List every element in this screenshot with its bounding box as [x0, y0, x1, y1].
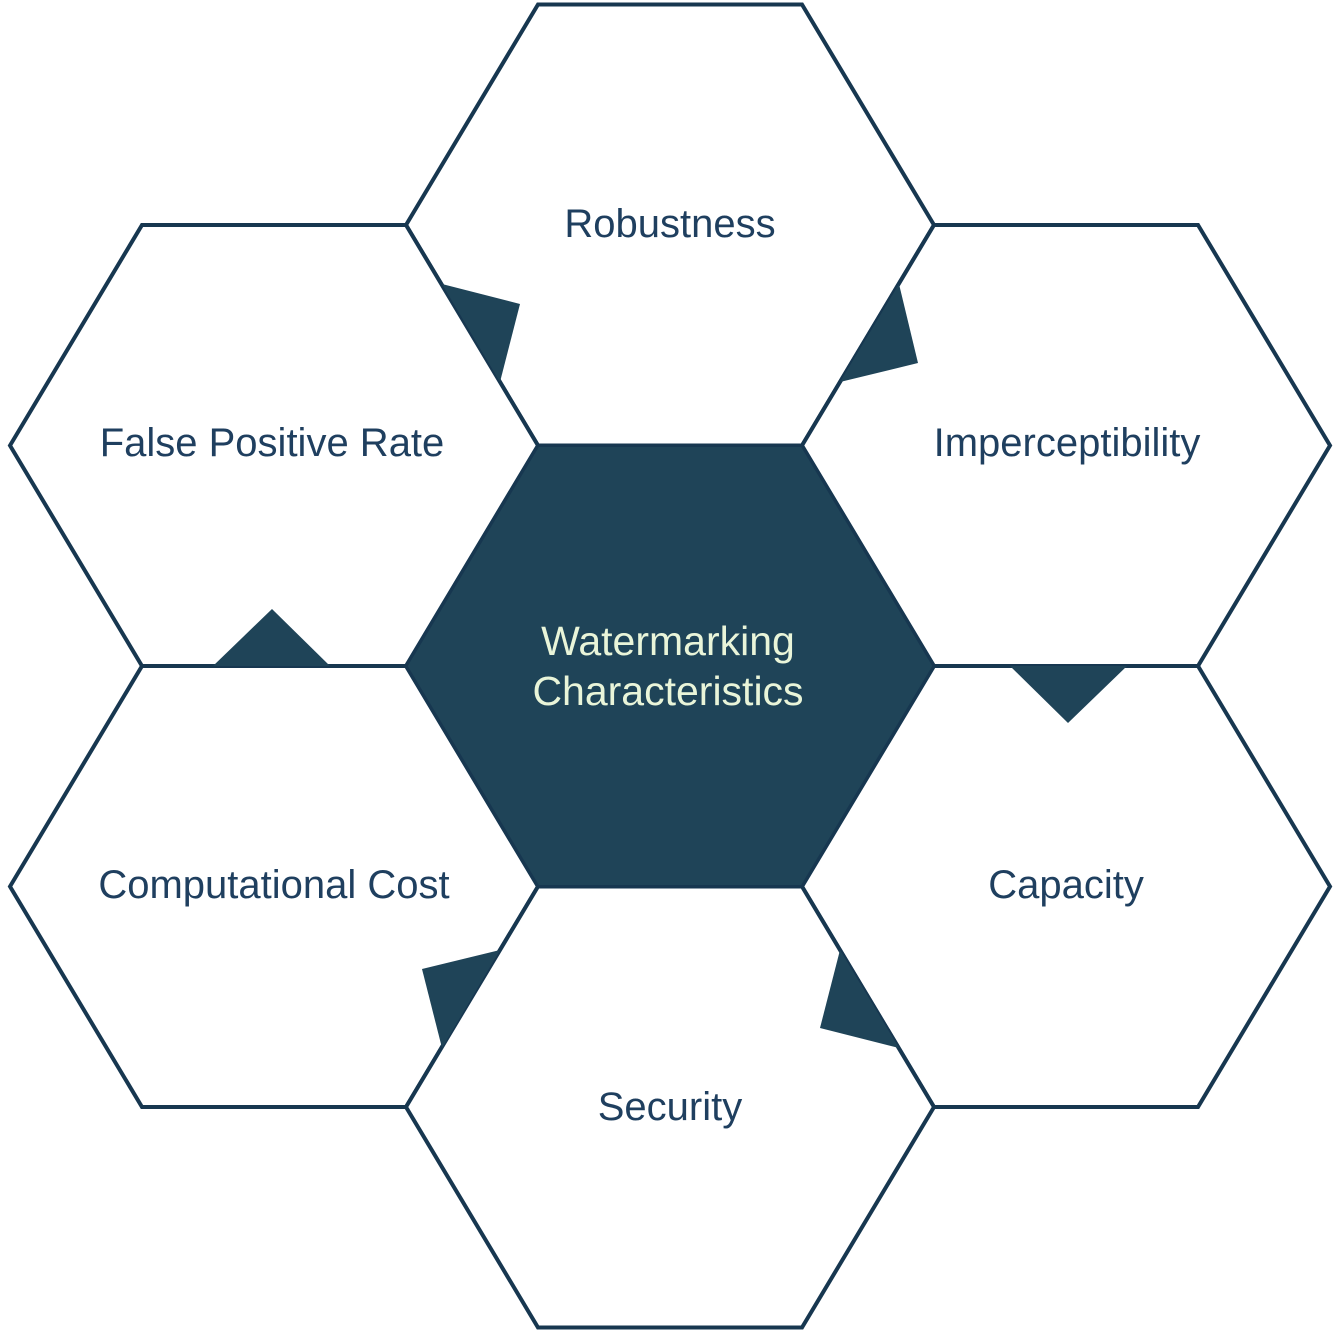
- label-computational-cost: Computational Cost: [98, 863, 450, 907]
- cycle-arrow-wedge-top-left-icon: [442, 284, 520, 382]
- cycle-arrow-wedge-bottom-right-icon: [820, 950, 899, 1048]
- label-imperceptibility: Imperceptibility: [933, 421, 1201, 465]
- label-watermarking-characteristics: Watermarking Characteristics: [532, 616, 803, 716]
- cycle-arrow-wedge-right-icon: [1010, 666, 1127, 723]
- cycle-arrow-wedge-bottom-left-icon: [422, 950, 500, 1048]
- label-security: Security: [597, 1085, 743, 1129]
- cycle-arrow-wedge-top-right-icon: [840, 284, 918, 382]
- label-watermarking-line1: Watermarking: [541, 618, 795, 664]
- label-robustness: Robustness: [564, 202, 776, 246]
- label-watermarking-line2: Characteristics: [532, 668, 804, 714]
- hexagon-center-watermarking-characteristics: [404, 444, 936, 888]
- label-capacity: Capacity: [988, 863, 1144, 907]
- label-false-positive-rate: False Positive Rate: [99, 421, 445, 465]
- cycle-arrow-wedge-left-icon: [213, 609, 330, 666]
